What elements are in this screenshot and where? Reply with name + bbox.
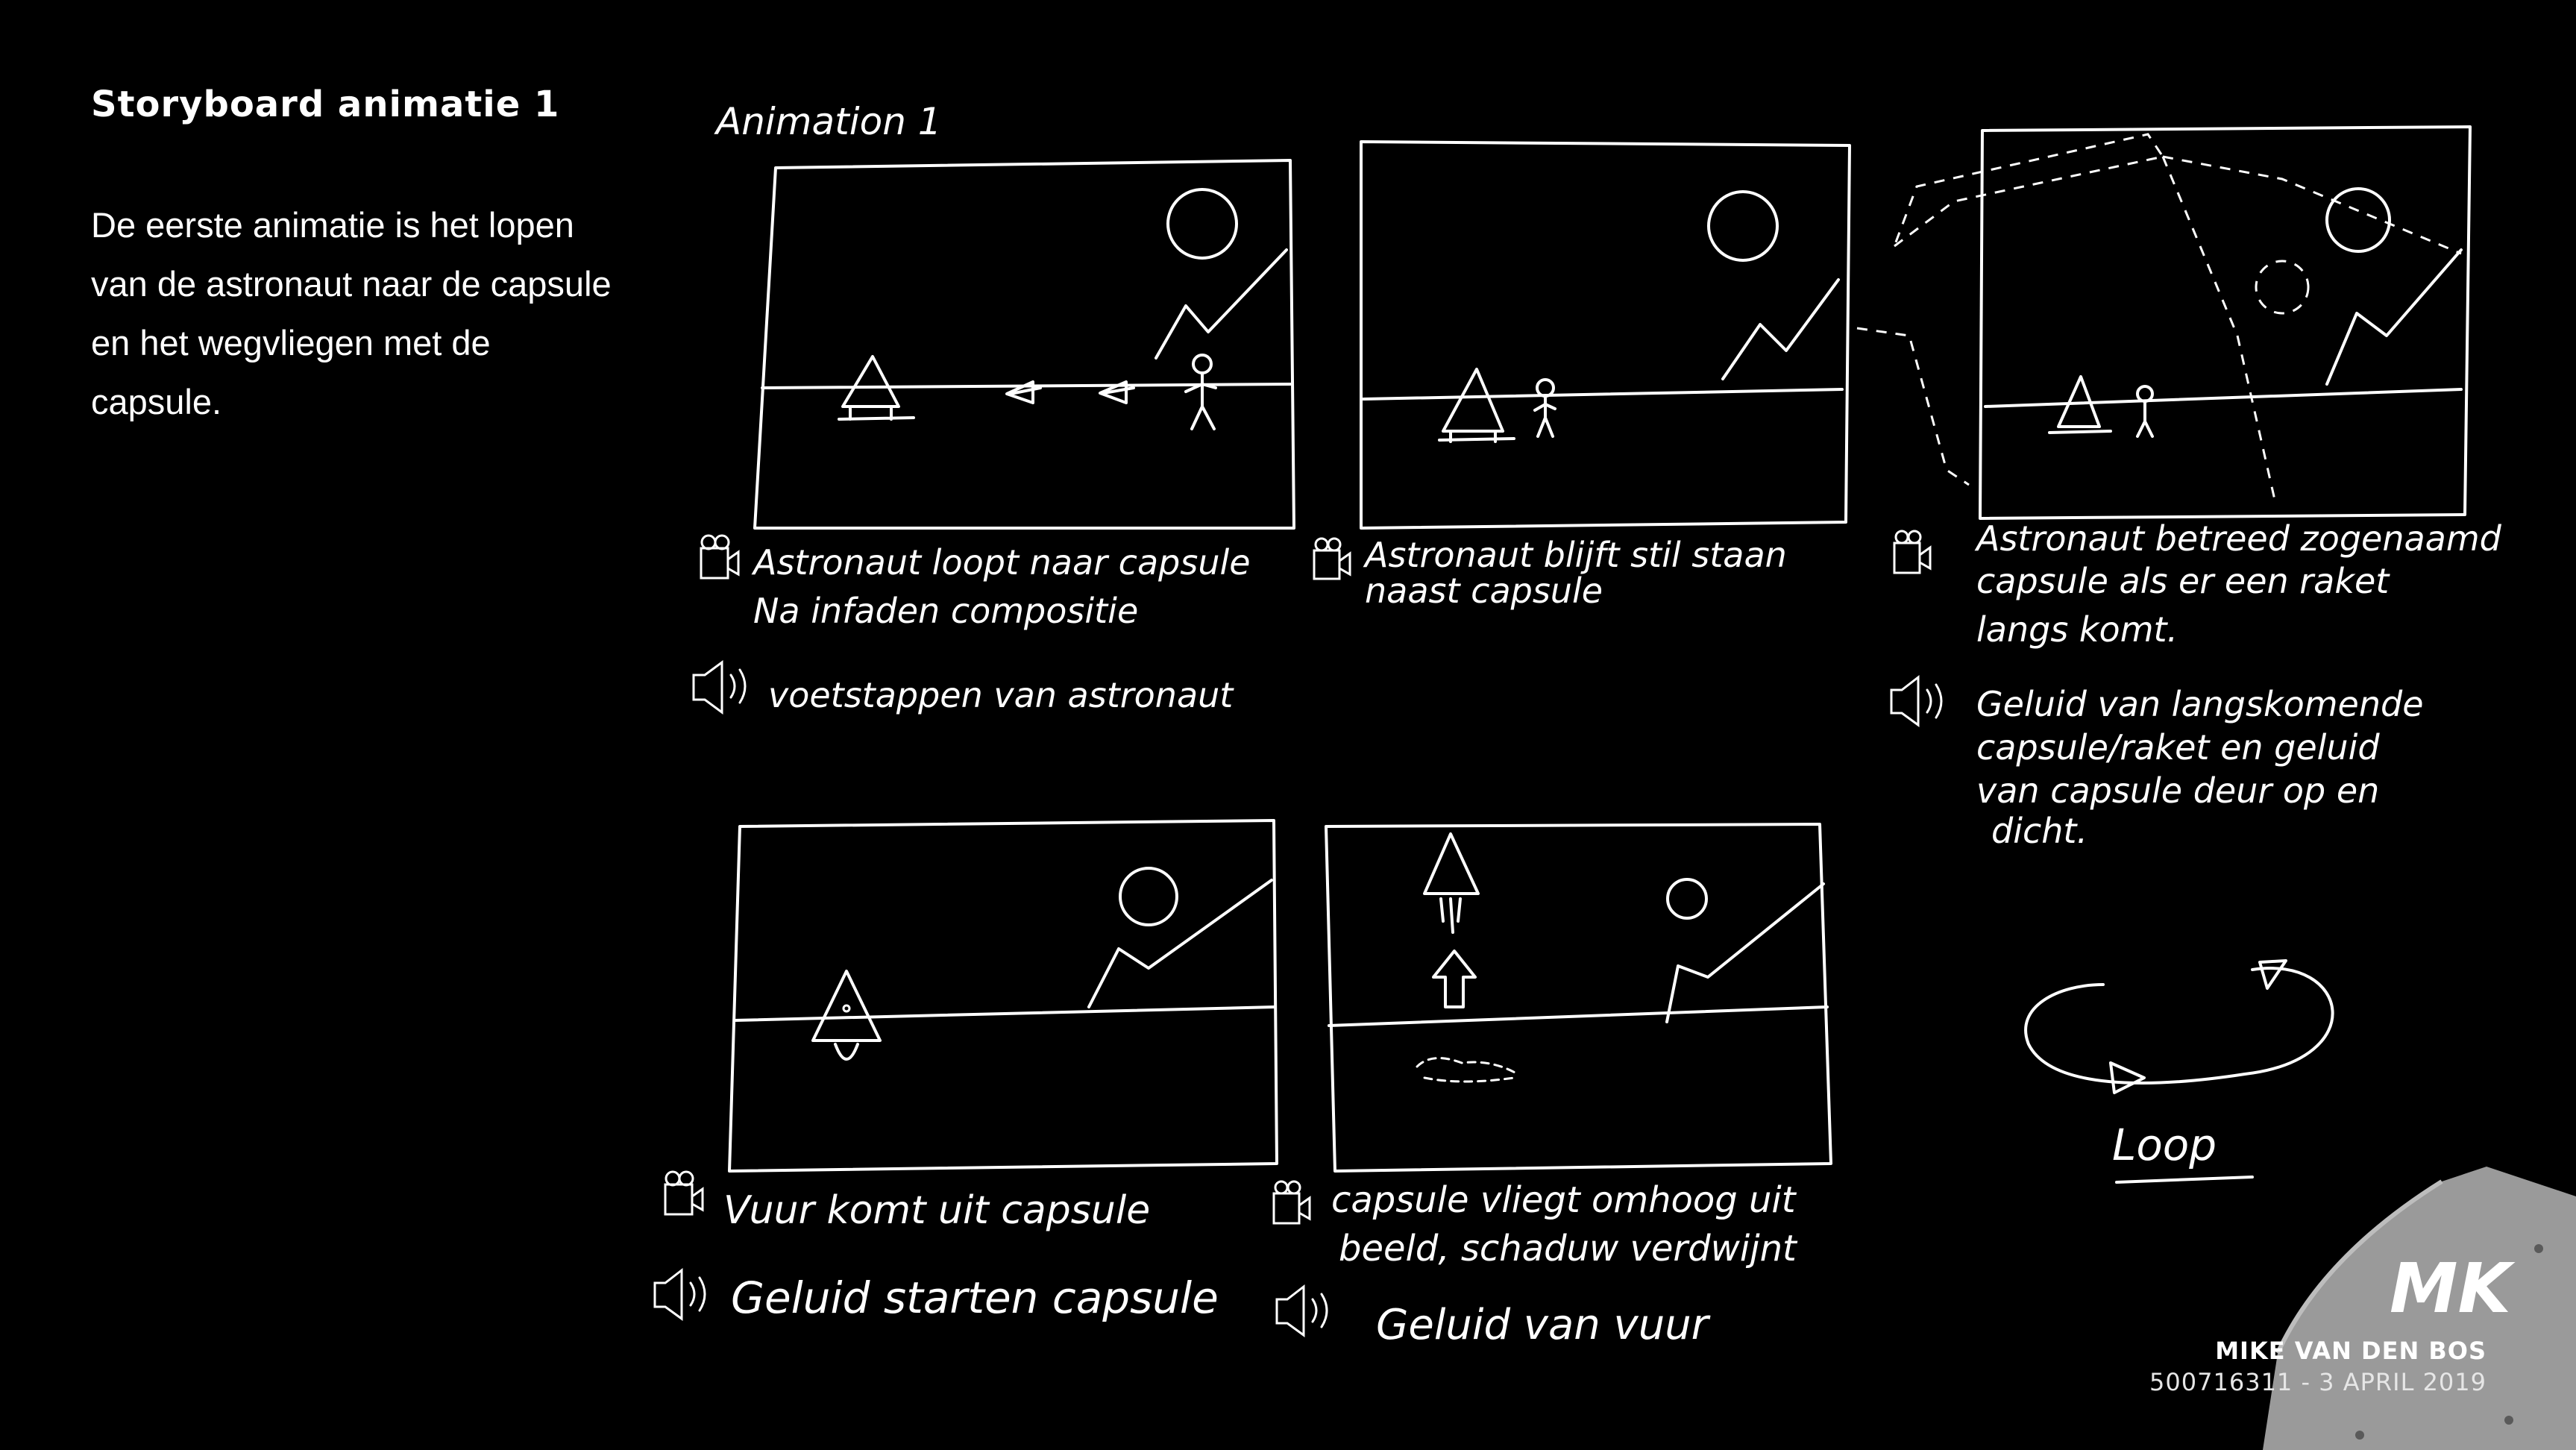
panel-4-caption: Vuur komt uit capsule Geluid starten cap… xyxy=(653,1170,1219,1323)
panel-5-frame xyxy=(1325,823,1832,1173)
panel-1-frame xyxy=(753,159,1295,530)
panel-3-scene-line-1: Astronaut betreed zogenaamd xyxy=(1974,518,2502,559)
panel-2-scene-line-2: naast capsule xyxy=(1365,571,1603,611)
panel-4-audio: Geluid starten capsule xyxy=(731,1272,1219,1323)
panel-5-scene-line-1: capsule vliegt omhoog uit xyxy=(1331,1179,1797,1221)
panel-3-audio-line-2: capsule/raket en geluid xyxy=(1976,727,2380,768)
loop-diagram: Loop xyxy=(2024,959,2334,1184)
speaker-icon xyxy=(692,660,747,715)
panel-1-caption: Astronaut loopt naar capsule Na infaden … xyxy=(692,534,1251,715)
panel-5-caption: capsule vliegt omhoog uit beeld, schaduw… xyxy=(1272,1179,1798,1349)
camera-icon xyxy=(1313,537,1351,580)
camera-icon xyxy=(1893,530,1932,574)
student-id-date: 500716311 - 3 APRIL 2019 xyxy=(2149,1368,2487,1396)
author-name: MIKE VAN DEN BOS xyxy=(2215,1337,2487,1365)
camera-icon xyxy=(664,1170,704,1216)
panel-3-caption: Astronaut betreed zogenaamd capsule als … xyxy=(1890,518,2502,851)
speaker-icon xyxy=(653,1267,706,1321)
credits: MIKE VAN DEN BOS 500716311 - 3 APRIL 201… xyxy=(2149,1335,2487,1398)
panel-1-scene-line-1: Astronaut loopt naar capsule xyxy=(751,542,1251,583)
arrow-icon xyxy=(2258,959,2287,990)
arrow-icon xyxy=(2109,1061,2146,1094)
panel-2-caption: Astronaut blijft stil staan naast capsul… xyxy=(1313,535,1787,611)
panel-1-scene-line-2: Na infaden compositie xyxy=(753,591,1138,631)
intro-text: De eerste animatie is het lopen van de a… xyxy=(91,205,612,421)
panel-3-audio-line-3: van capsule deur op en xyxy=(1976,770,2379,811)
speaker-icon xyxy=(1275,1284,1328,1337)
panel-3-frame xyxy=(1856,125,2472,520)
capsule-logo-icon: MK xyxy=(2263,1167,2576,1450)
loop-label: Loop xyxy=(2112,1120,2217,1170)
panel-5-scene-line-2: beeld, schaduw verdwijnt xyxy=(1339,1228,1798,1269)
panel-2-frame xyxy=(1360,140,1851,530)
panel-1-audio: voetstappen van astronaut xyxy=(768,675,1234,715)
panel-4-scene-line-1: Vuur komt uit capsule xyxy=(723,1188,1150,1233)
panel-4-frame xyxy=(728,819,1278,1173)
sketch-heading: Animation 1 xyxy=(714,100,942,143)
panel-5-audio: Geluid van vuur xyxy=(1376,1301,1711,1349)
camera-icon xyxy=(1272,1180,1311,1225)
panel-3-audio-line-4: dicht. xyxy=(1991,811,2087,851)
speaker-icon xyxy=(1890,674,1943,727)
camera-icon xyxy=(700,534,740,580)
slide-title: Storyboard animatie 1 xyxy=(91,84,560,125)
panel-3-scene-line-2: capsule als er een raket xyxy=(1976,561,2390,601)
logo-mark: MK xyxy=(2390,1249,2516,1328)
panel-3-scene-line-3: langs komt. xyxy=(1976,609,2178,650)
panel-2-scene-line-1: Astronaut blijft stil staan xyxy=(1363,535,1787,575)
panel-3-audio-line-1: Geluid van langskomende xyxy=(1976,684,2424,724)
